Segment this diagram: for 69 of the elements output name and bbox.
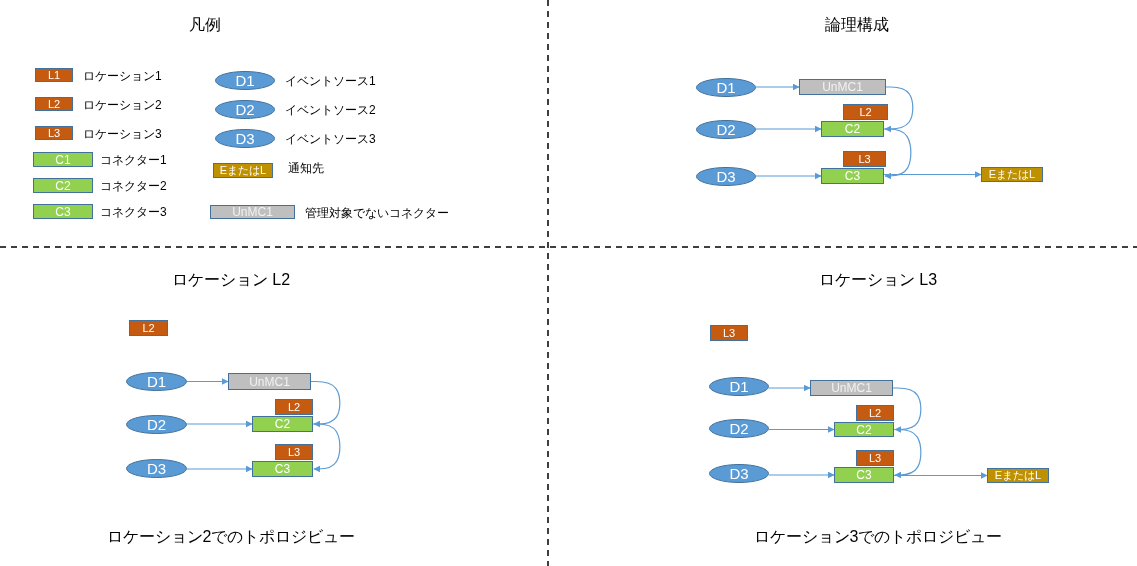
connector-box: C2 (33, 178, 93, 193)
connector-box: C1 (33, 152, 93, 167)
destination-box: EまたはL (213, 163, 273, 178)
event-source-ellipse: D1 (709, 377, 769, 396)
arrow (310, 380, 341, 428)
location-tag: L3 (275, 444, 313, 460)
event-source-ellipse: D3 (126, 459, 187, 478)
arrow (755, 83, 800, 91)
legend-text: 管理対象でないコネクター (305, 205, 449, 222)
legend-text: ロケーション2 (83, 97, 162, 114)
event-source-ellipse: D3 (709, 464, 769, 483)
arrow (768, 426, 835, 433)
connector-box: C3 (834, 467, 894, 483)
location-tag: L2 (843, 104, 888, 120)
legend-text: コネクター2 (100, 178, 167, 195)
section-caption: ロケーション2でのトポロジビュー (106, 527, 356, 547)
arrow (312, 423, 341, 473)
event-source-ellipse: D2 (126, 415, 187, 434)
section-title: 凡例 (189, 15, 221, 35)
section-title: ロケーション L2 (171, 270, 291, 290)
location-tag: L2 (275, 399, 313, 415)
legend-text: ロケーション3 (83, 126, 162, 143)
location-tag: L2 (35, 97, 73, 111)
connector-box: C2 (821, 121, 884, 137)
event-source-ellipse: D3 (696, 167, 756, 186)
event-source-ellipse: D2 (709, 419, 769, 438)
event-source-ellipse: D3 (215, 129, 275, 148)
section-caption: ロケーション3でのトポロジビュー (753, 527, 1003, 547)
location-tag: L1 (35, 68, 73, 82)
arrow (883, 171, 982, 178)
legend-text: イベントソース2 (285, 102, 376, 119)
event-source-ellipse: D2 (696, 120, 756, 139)
legend-text: コネクター3 (100, 204, 167, 221)
location-tag: L2 (129, 320, 168, 336)
legend-text: 通知先 (288, 160, 324, 177)
connector-box: C2 (834, 422, 894, 437)
location-tag: L3 (843, 151, 886, 167)
destination-box: EまたはL (987, 468, 1049, 483)
connector-box: C3 (821, 168, 884, 184)
arrow (186, 378, 229, 385)
connector-box: C3 (33, 204, 93, 219)
arrow (755, 125, 822, 133)
location-tag: L3 (35, 126, 73, 140)
arrow (186, 420, 253, 428)
event-source-ellipse: D2 (215, 100, 275, 119)
section-title: ロケーション L3 (818, 270, 938, 290)
section-title: 論理構成 (825, 15, 889, 35)
connector-box: C2 (252, 416, 313, 432)
event-source-ellipse: D1 (696, 78, 756, 97)
location-tag: L3 (710, 325, 748, 341)
event-source-ellipse: D1 (126, 372, 187, 391)
arrow (768, 471, 835, 479)
arrow (755, 172, 822, 180)
arrow (768, 384, 811, 392)
arrow (893, 472, 988, 479)
location-tag: L3 (856, 450, 894, 466)
legend-text: イベントソース1 (285, 73, 376, 90)
arrow (186, 465, 253, 473)
legend-text: ロケーション1 (83, 68, 162, 85)
legend-text: イベントソース3 (285, 131, 376, 148)
location-tag: L2 (856, 405, 894, 421)
destination-box: EまたはL (981, 167, 1043, 182)
arrow (883, 128, 912, 180)
arrow (893, 428, 922, 479)
legend-text: コネクター1 (100, 152, 167, 169)
connector-box: C3 (252, 461, 313, 477)
event-source-ellipse: D1 (215, 71, 275, 90)
arrow (892, 387, 922, 433)
arrow (884, 86, 914, 133)
